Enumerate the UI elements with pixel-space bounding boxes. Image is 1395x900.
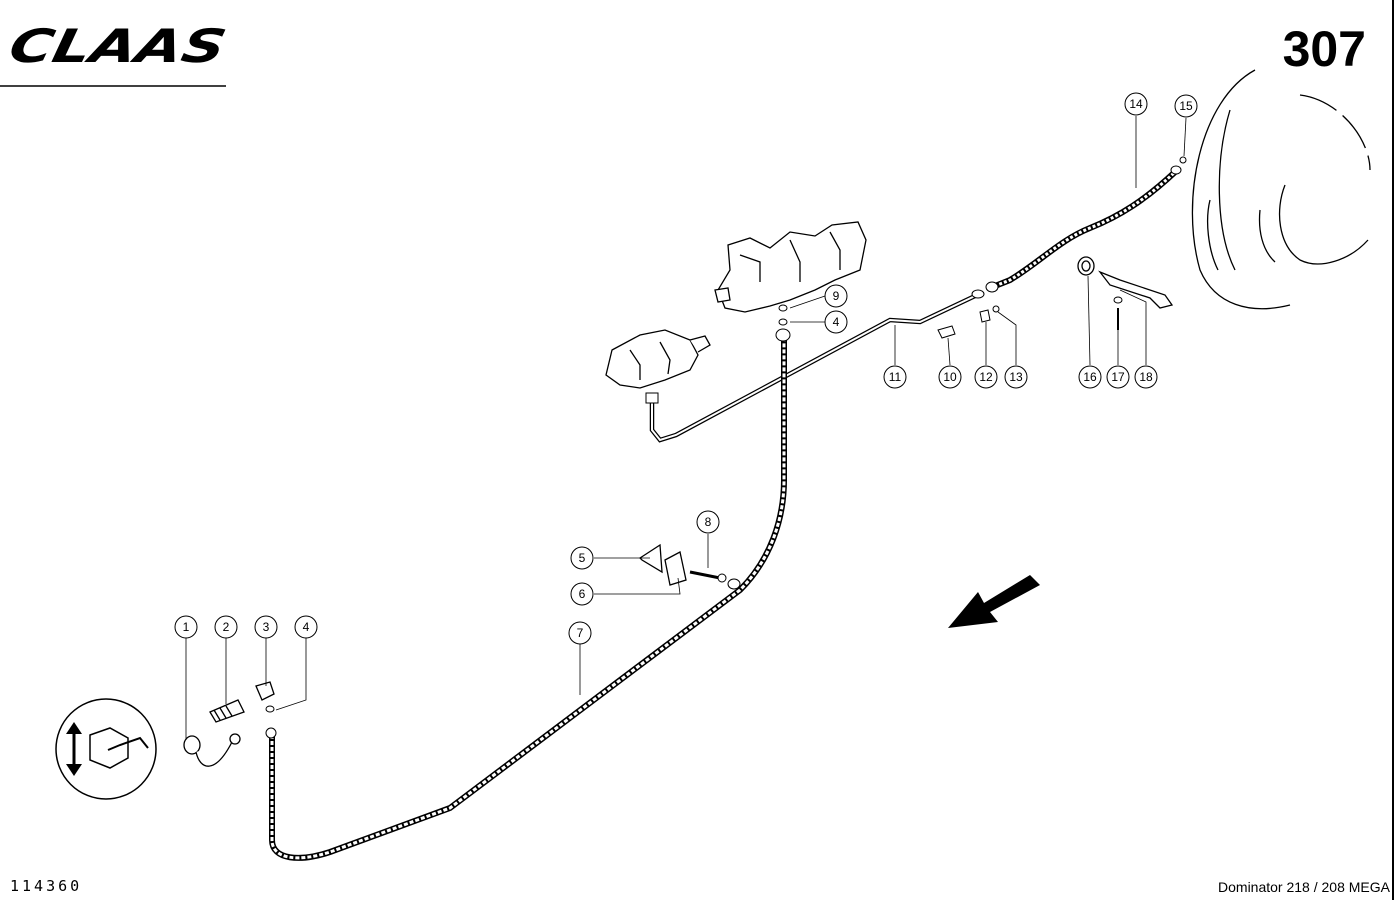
o-ring-upper: [778, 318, 788, 326]
callout-6: 6: [570, 582, 594, 606]
dust-cap: [183, 733, 241, 767]
washer-17: [1113, 296, 1123, 304]
elbow-fitting: [255, 681, 275, 701]
callout-18: 18: [1134, 365, 1158, 389]
callout-label: 9: [833, 289, 840, 303]
callout-7: 7: [568, 621, 592, 645]
callout-8: 8: [696, 510, 720, 534]
pipe-fitting: [971, 289, 985, 299]
callout-label: 11: [889, 370, 902, 384]
callout-16: 16: [1078, 365, 1102, 389]
coupling-plug: [209, 699, 245, 723]
callout-label: 8: [705, 515, 712, 529]
seal-ring: [778, 304, 788, 312]
callout-2: 2: [214, 615, 238, 639]
callout-label: 4: [303, 620, 310, 634]
callout-4-upper: 4: [824, 310, 848, 334]
callout-11: 11: [883, 365, 907, 389]
valve-block-lower: [605, 329, 711, 389]
hose-fitting-top: [775, 328, 791, 342]
bracket-18: [1098, 270, 1174, 309]
callout-label: 18: [1139, 370, 1153, 384]
callout-4-lower: 4: [294, 615, 318, 639]
callout-label: 17: [1111, 370, 1125, 384]
callout-1: 1: [174, 615, 198, 639]
clamp-12: [979, 309, 991, 323]
callout-label: 12: [979, 370, 993, 384]
model-designation: Dominator 218 / 208 MEGA: [1218, 879, 1391, 895]
seal-15: [1179, 156, 1187, 164]
callout-17: 17: [1106, 365, 1130, 389]
brand-logo: CLAAS: [5, 19, 231, 72]
callout-10: 10: [938, 365, 962, 389]
valve-block-upper: [714, 221, 867, 313]
callout-15: 15: [1174, 94, 1198, 118]
callout-9: 9: [824, 284, 848, 308]
callout-label: 13: [1009, 370, 1023, 384]
page-number: 307: [1283, 21, 1366, 77]
callout-label: 6: [579, 587, 586, 601]
callout-label: 14: [1129, 97, 1143, 111]
clamp-16: [1077, 256, 1095, 276]
hose-fitting-bottom: [265, 727, 277, 739]
callout-label: 4: [833, 315, 840, 329]
hydraulic-pipe-11: [649, 293, 976, 443]
callout-label: 2: [223, 620, 230, 634]
callout-label: 3: [263, 620, 270, 634]
bracket-5: [638, 543, 687, 586]
drawing-number: 114360: [10, 877, 82, 895]
clip-10: [937, 325, 956, 339]
o-ring-lower: [265, 705, 275, 713]
arrow-icon: [948, 575, 1040, 628]
hose-7: [269, 340, 787, 861]
callout-3: 3: [254, 615, 278, 639]
callout-12: 12: [974, 365, 998, 389]
washer: [717, 573, 727, 583]
hose-end-fitting: [1170, 165, 1182, 175]
hydraulic-lift-symbol-icon: [55, 698, 157, 800]
callout-label: 10: [943, 370, 957, 384]
callout-13: 13: [1004, 365, 1028, 389]
tire-drawing: [1191, 69, 1371, 310]
bolt-8: [689, 570, 721, 580]
leader-lines: [185, 116, 1187, 740]
callout-label: 1: [183, 620, 190, 634]
hose-14: [988, 169, 1178, 291]
hose-fitting: [985, 281, 999, 293]
callout-label: 7: [577, 626, 584, 640]
pipe-nut: [645, 392, 659, 404]
nut-13: [992, 305, 1000, 313]
callout-5: 5: [570, 546, 594, 570]
callout-14: 14: [1124, 92, 1148, 116]
callout-label: 15: [1179, 99, 1193, 113]
callout-label: 16: [1083, 370, 1097, 384]
callout-label: 5: [579, 551, 586, 565]
hose-union: [727, 578, 741, 590]
